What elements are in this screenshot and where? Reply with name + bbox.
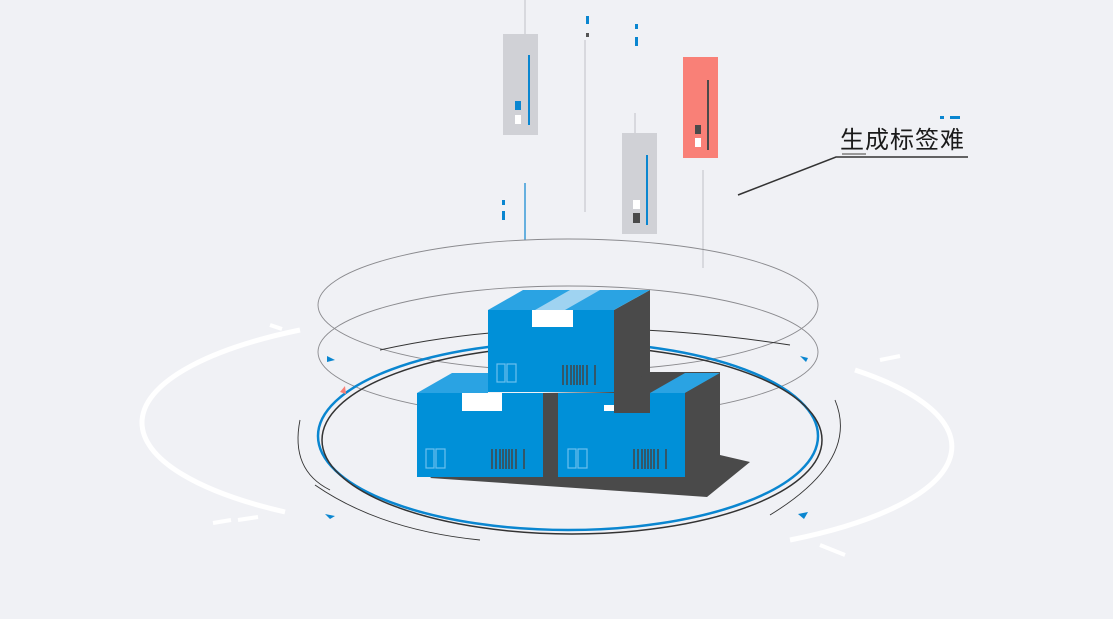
box-top [488,290,650,392]
candle-red [683,57,718,158]
barcodes [491,365,667,469]
box-left [417,373,558,477]
candle-gray-1 [503,34,538,135]
candle-gray-2 [622,133,657,234]
box-label-marks [425,363,588,469]
blue-dashes [502,16,960,220]
box-right [558,372,720,477]
callout-label: 生成标签难 [840,126,965,154]
callout-leader-line [737,156,968,196]
thin-lines [524,0,704,268]
ring-markers [325,356,808,519]
